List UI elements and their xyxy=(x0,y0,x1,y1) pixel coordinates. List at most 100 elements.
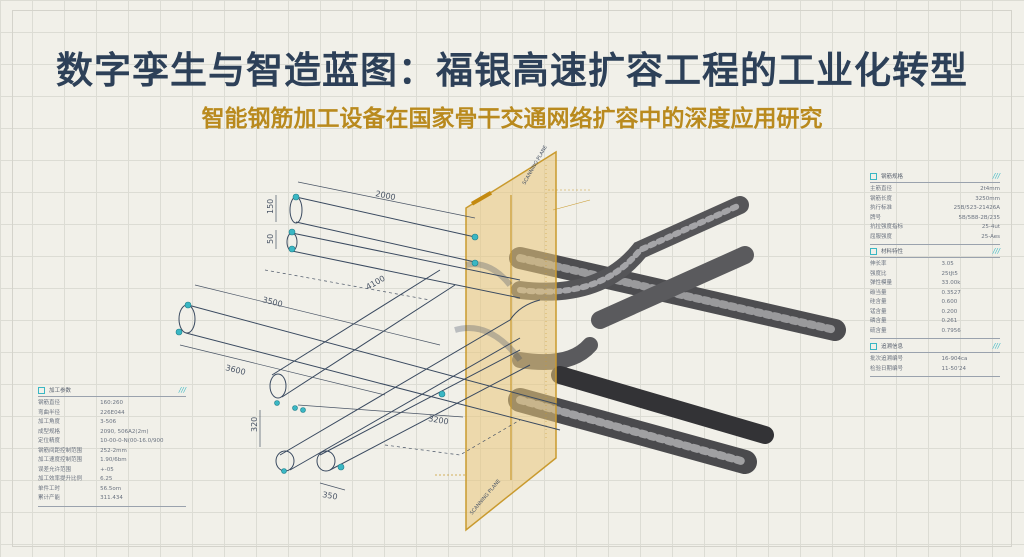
node-point xyxy=(292,405,298,411)
wire-tube xyxy=(185,304,561,431)
info-value: 16-904ca xyxy=(941,356,968,362)
info-label: 硅含量 xyxy=(870,299,887,305)
info-value: 25B/523-21426A xyxy=(953,205,1000,211)
info-label: 抗拉强度指标 xyxy=(870,224,904,230)
node-point xyxy=(288,245,296,253)
info-row: 硅含量 0.600 xyxy=(870,298,1000,308)
info-value: 0.600 xyxy=(941,299,958,305)
panel-square-icon xyxy=(870,172,877,180)
info-value: 25-4ut xyxy=(981,224,1000,230)
info-label: 加工角度 xyxy=(38,419,61,425)
panel-title: 钢筋规格 xyxy=(881,174,904,180)
slide-title: 数字孪生与智造蓝图：福银高速扩容工程的工业化转型 xyxy=(56,49,968,92)
info-label: 加工速度控制范围 xyxy=(38,457,83,463)
steel-rebars xyxy=(508,196,846,474)
info-row: 批次追溯编号 16-904ca xyxy=(870,355,1000,365)
node-point xyxy=(471,259,479,267)
slide-frame xyxy=(12,10,1012,547)
panel-square-icon xyxy=(870,342,877,350)
info-row: 主筋直径 2t4mm xyxy=(870,185,1000,195)
info-row: 钢筋间距控制范围 252-2mm xyxy=(38,447,186,457)
info-label: 钢筋间距控制范围 xyxy=(38,447,83,454)
node-point xyxy=(175,328,183,336)
info-label: 碳当量 xyxy=(870,289,887,296)
dimension-label: 350 xyxy=(322,490,339,502)
info-value: +-05 xyxy=(100,466,114,473)
info-row: 单件工时 56.5om xyxy=(38,485,186,495)
dimension-label: 3500 xyxy=(262,295,284,309)
info-value: 2t4mm xyxy=(980,186,1000,192)
info-row: 误差允许范围+-05 xyxy=(38,466,186,476)
dimension-label: 4100 xyxy=(365,274,387,292)
wire-tube xyxy=(271,269,456,398)
slide-subtitle: 智能钢筋加工设备在国家骨干交通网络扩容中的深度应用研究 xyxy=(201,106,823,132)
panel-title: 材料特性 xyxy=(881,249,904,255)
info-label: 伸长率 xyxy=(870,261,887,267)
node-point xyxy=(337,463,345,471)
dimension-lines xyxy=(179,181,521,491)
info-label: 钢筋直径 xyxy=(38,400,61,406)
info-value: 56.5om xyxy=(100,485,122,492)
wire-tube xyxy=(319,349,531,471)
wire-tube xyxy=(295,196,476,263)
wire-tube xyxy=(279,299,541,471)
panel-mark: /// xyxy=(992,342,1000,350)
steel-bar xyxy=(551,366,774,444)
dimension-label: 3600 xyxy=(225,363,247,377)
info-row: 牌号 5B/5B8-2B/235 xyxy=(870,214,1000,224)
info-row: 钢筋直径 160:260 xyxy=(38,399,186,409)
info-value: 2090, 506A2(2m) xyxy=(100,428,149,435)
node-point xyxy=(438,390,446,398)
info-label: 弹性模量 xyxy=(870,280,893,286)
dimension-label: 50 xyxy=(266,234,275,244)
dimension-label: 320 xyxy=(250,417,259,432)
panel-title: 加工参数 xyxy=(49,388,72,394)
node-point xyxy=(471,233,479,241)
info-label: 牌号 xyxy=(870,214,882,221)
control-nodes xyxy=(175,193,479,474)
node-point xyxy=(184,301,192,309)
info-value: 25-Aes xyxy=(981,233,1000,240)
panel-mark: /// xyxy=(992,247,1000,255)
info-value: 311.434 xyxy=(100,495,123,501)
info-value: 226E044 xyxy=(100,409,125,416)
info-value: 5B/5B8-2B/235 xyxy=(958,214,1000,221)
info-label: 主筋直径 xyxy=(870,186,893,192)
panel-mark: /// xyxy=(178,386,186,394)
info-value: 252-2mm xyxy=(100,447,127,454)
info-label: 锰含量 xyxy=(870,308,887,315)
steel-bar xyxy=(591,246,754,329)
info-value: 0.261 xyxy=(941,318,958,324)
node-point xyxy=(288,228,296,236)
dimension-label: 3200 xyxy=(428,414,450,426)
plane-marker xyxy=(470,191,493,206)
info-row: 伸长率 3.05 xyxy=(870,260,1000,270)
info-row: 锰含量 0.200 xyxy=(870,308,1000,318)
info-value: 0.200 xyxy=(941,308,958,315)
info-label: 单件工时 xyxy=(38,485,61,492)
info-label: 弯曲半径 xyxy=(38,409,61,416)
node-point xyxy=(292,193,300,201)
info-row: 弯曲半径 226E044 xyxy=(38,409,186,419)
info-value: 6.25 xyxy=(100,476,113,482)
node-point xyxy=(281,468,287,474)
info-label: 批次追溯编号 xyxy=(870,356,904,362)
info-value: 160:260 xyxy=(100,400,124,406)
info-value: 3.05 xyxy=(941,261,954,267)
info-label: 屈服强度 xyxy=(870,233,893,240)
